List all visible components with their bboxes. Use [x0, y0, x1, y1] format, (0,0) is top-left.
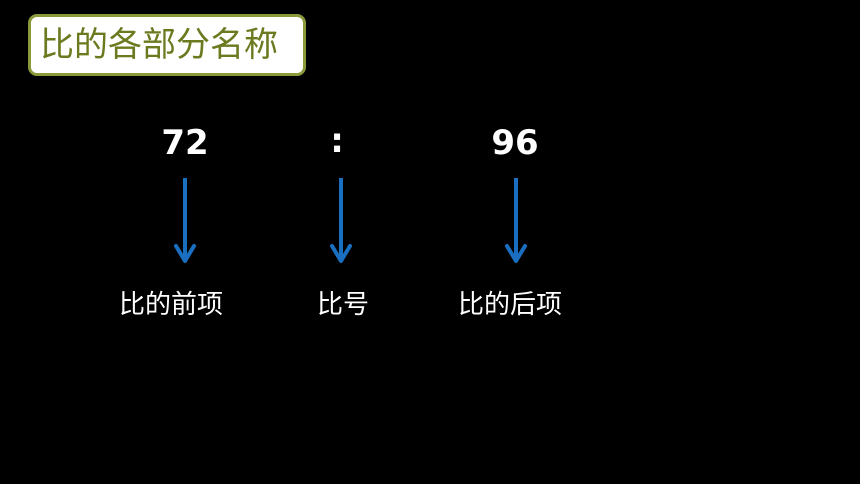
label-sign: 比号: [316, 290, 369, 320]
ratio-sign: :: [330, 121, 344, 161]
arrow-antecedent: [174, 178, 196, 263]
arrow-sign: [330, 178, 352, 263]
antecedent-number: 72: [161, 123, 209, 163]
label-consequent: 比的后项: [457, 290, 562, 320]
arrow-consequent: [505, 178, 527, 263]
page-title: 比的各部分名称: [40, 25, 278, 65]
label-antecedent: 比的前项: [118, 290, 223, 320]
consequent-number: 96: [491, 123, 539, 163]
title-box: 比的各部分名称: [28, 14, 306, 76]
